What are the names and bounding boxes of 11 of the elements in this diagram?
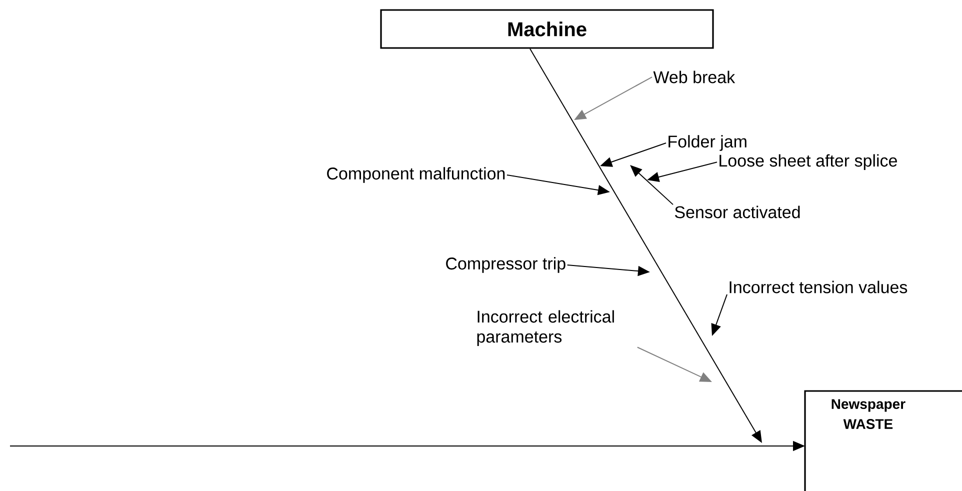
cause-label: Loose sheet after splice <box>720 154 897 170</box>
cause-label: Incorrect electrical parameters <box>477 310 614 346</box>
cause-label: Incorrect tension values <box>730 280 908 294</box>
effect-box: Newspaper WASTE <box>804 390 962 491</box>
category-box: Machine <box>380 9 714 49</box>
cause-label: Web break <box>653 70 736 84</box>
cause-label: Component malfunction <box>327 167 505 183</box>
cause-label: Folder jam <box>668 135 746 151</box>
cause-label: Sensor activated <box>674 206 800 218</box>
arrow <box>630 165 674 206</box>
cause-label: Compressor trip <box>446 257 566 273</box>
